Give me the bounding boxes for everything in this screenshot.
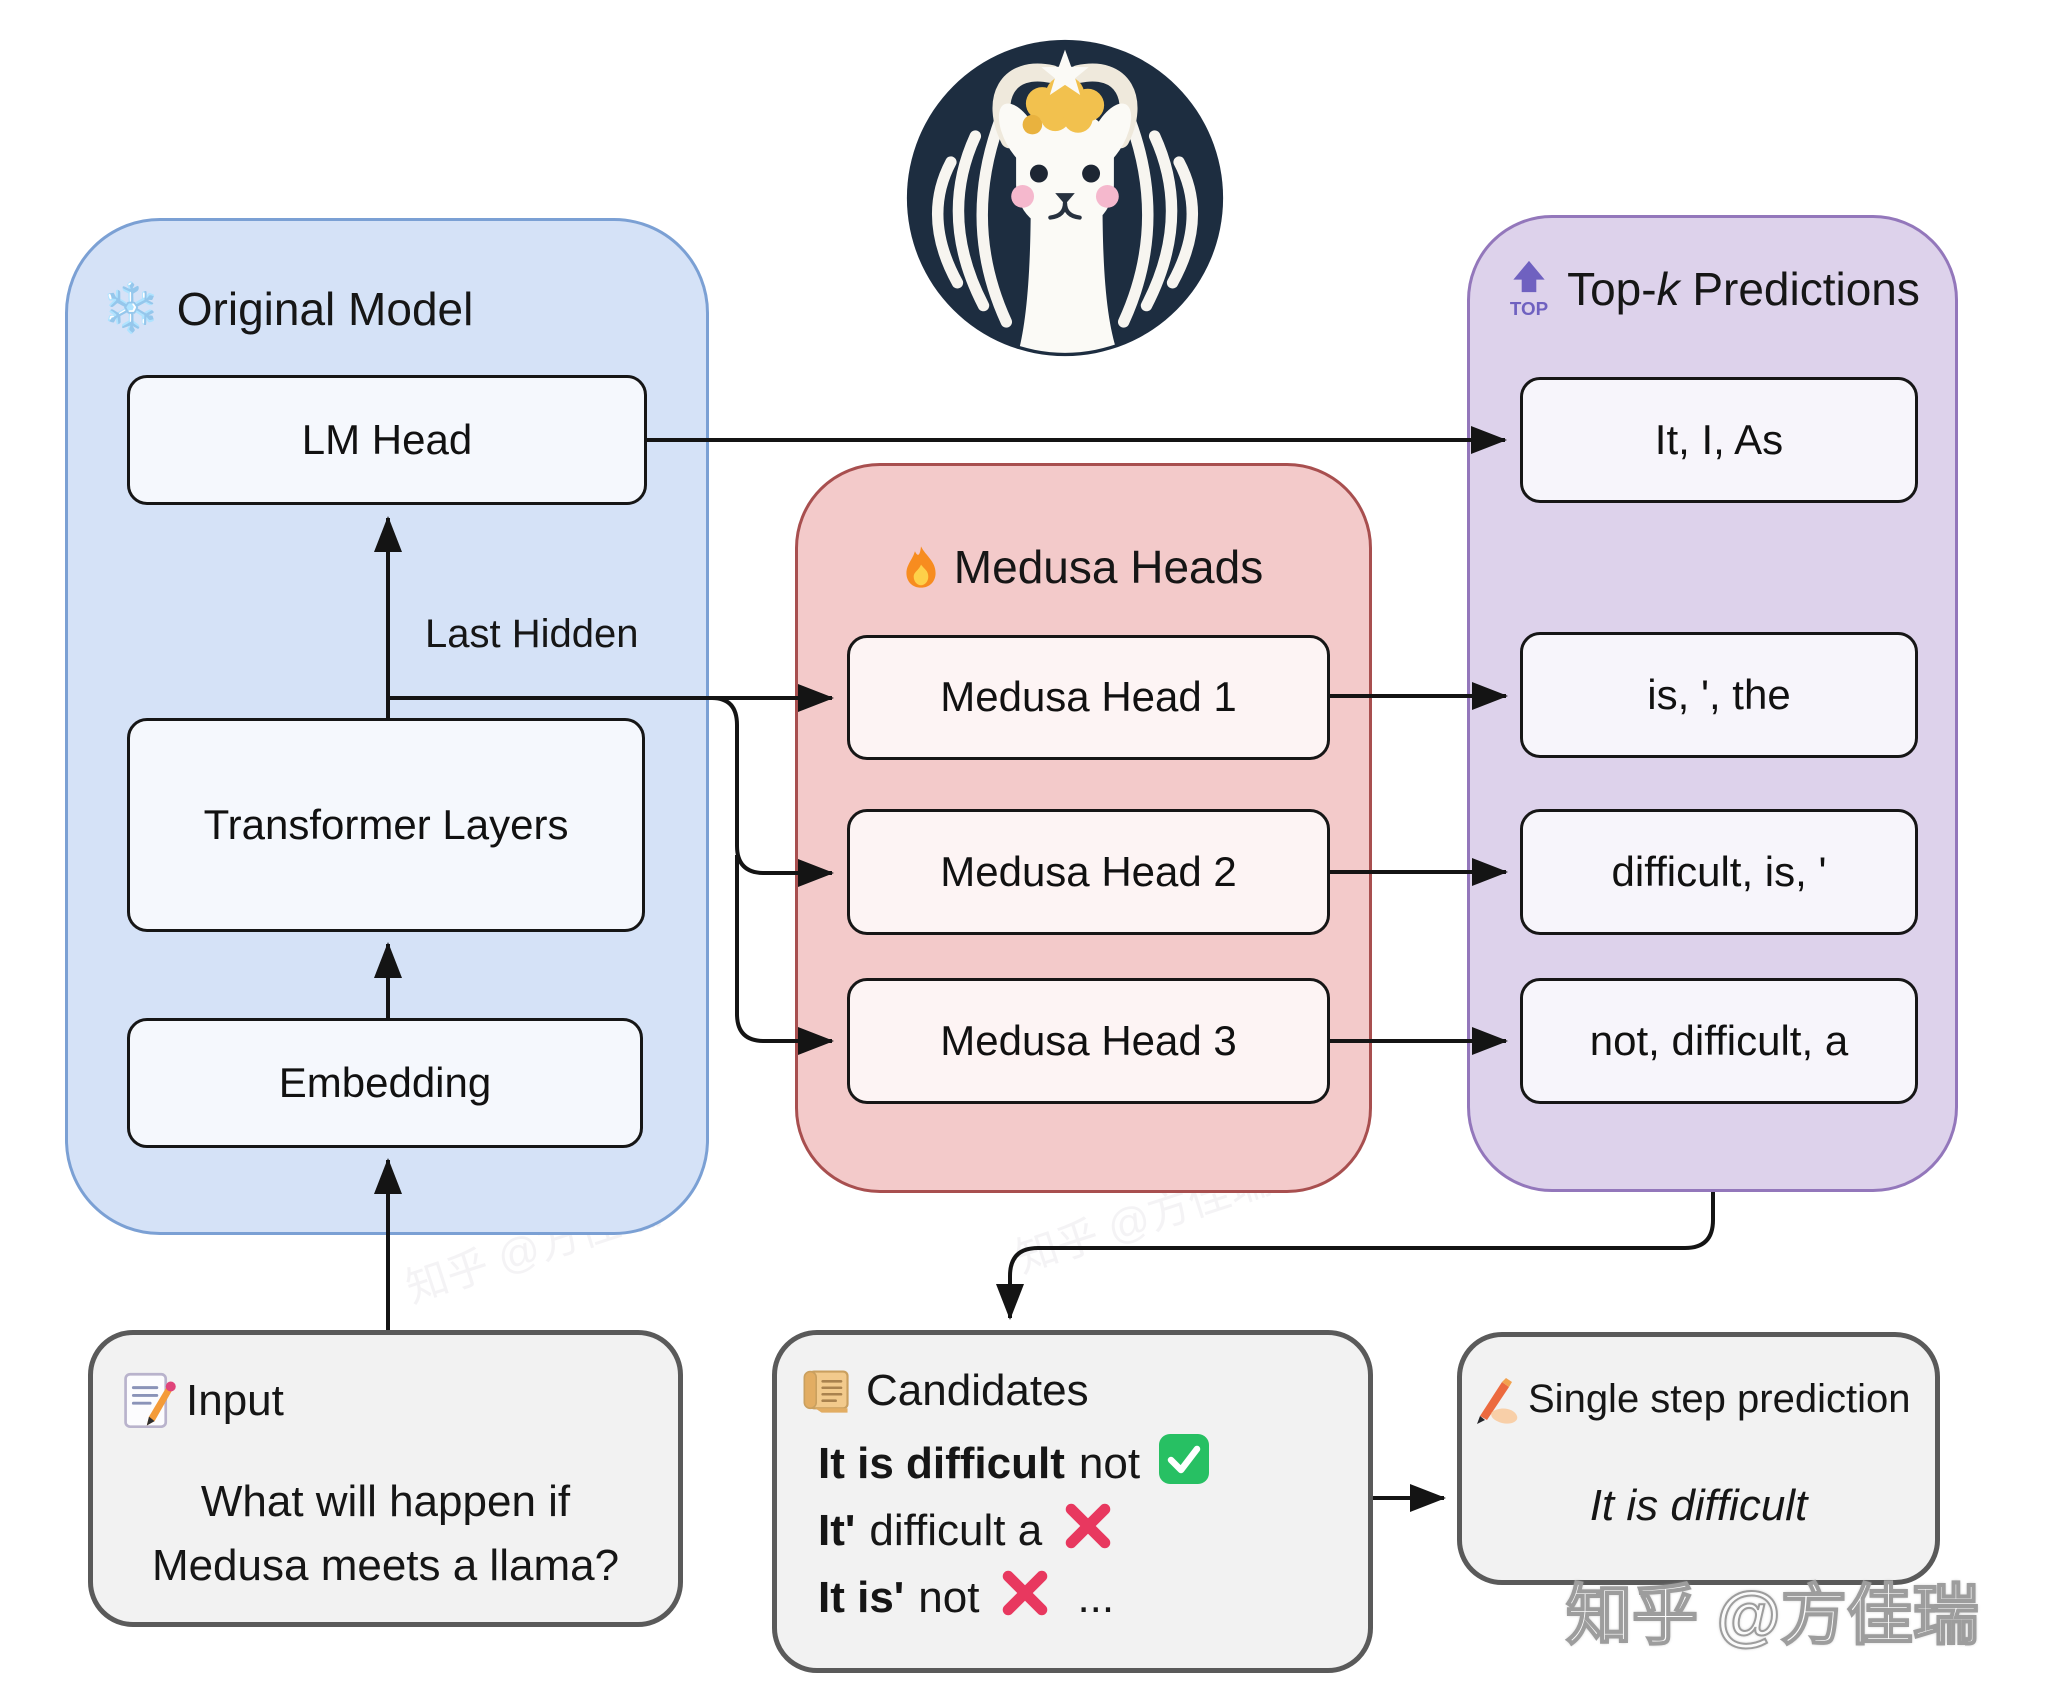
candidate-row: It is difficult not	[818, 1433, 1210, 1496]
candidate-3-bold: It is'	[818, 1573, 905, 1622]
topk-title-text: Top-k Predictions	[1567, 262, 1920, 316]
topk-title-k: k	[1656, 263, 1680, 315]
topk-title-pre: Top-	[1567, 263, 1657, 315]
original-model-title-label: Original Model	[176, 283, 474, 335]
medusa-head-3-box: Medusa Head 3	[847, 978, 1330, 1104]
input-panel	[88, 1330, 683, 1627]
medusa-head-1-box: Medusa Head 1	[847, 635, 1330, 760]
candidates-rows: It is difficult not It' difficult a It i…	[818, 1433, 1210, 1628]
star-icon	[1041, 49, 1089, 95]
medusa-heads-title-label: Medusa Heads	[953, 541, 1264, 593]
candidate-3-rest: not	[918, 1573, 980, 1622]
prediction-2-box: is, ', the	[1520, 632, 1918, 758]
prediction-4-label: not, difficult, a	[1589, 1016, 1849, 1064]
prediction-3-label: difficult, is, '	[1611, 847, 1827, 895]
embedding-box: Embedding	[127, 1018, 643, 1148]
single-step-panel	[1457, 1332, 1940, 1585]
cross-icon	[997, 1565, 1053, 1632]
last-hidden-label: Last Hidden	[425, 612, 639, 656]
single-step-title-label: Single step prediction	[1528, 1376, 1911, 1421]
candidate-row: It' difficult a	[818, 1501, 1210, 1561]
topk-title-post: Predictions	[1679, 263, 1920, 315]
check-icon	[1158, 1433, 1210, 1496]
topk-predictions-title: TOP Top-k Predictions	[1467, 258, 1958, 320]
input-text: What will happen if Medusa meets a llama…	[88, 1470, 683, 1598]
candidate-2-rest: difficult a	[869, 1506, 1043, 1555]
zhihu-watermark: 知乎 @方佳瑞	[1565, 1577, 1980, 1653]
prediction-4-box: not, difficult, a	[1520, 978, 1918, 1104]
input-text-line2: Medusa meets a llama?	[151, 1540, 620, 1590]
medusa-head-3-label: Medusa Head 3	[940, 1016, 1237, 1064]
candidate-row: It is' not ...	[818, 1568, 1210, 1628]
input-title-label: Input	[186, 1376, 284, 1425]
original-model-title: ❄️ Original Model	[101, 282, 473, 336]
transformer-layers-label: Transformer Layers	[203, 800, 569, 848]
top-arrow-icon: TOP	[1510, 260, 1548, 319]
prediction-1-label: It, I, As	[1654, 415, 1784, 463]
writing-hand-icon	[1477, 1378, 1518, 1424]
candidates-panel	[772, 1330, 1373, 1673]
memo-pencil-icon	[124, 1372, 176, 1428]
prediction-1-box: It, I, As	[1520, 377, 1918, 503]
transformer-layers-box: Transformer Layers	[127, 718, 645, 932]
medusa-head-1-label: Medusa Head 1	[940, 673, 1237, 721]
embedding-label: Embedding	[278, 1058, 492, 1106]
single-step-title: Single step prediction	[1470, 1374, 1910, 1424]
candidates-title: Candidates	[800, 1366, 1089, 1416]
candidate-1-bold: It is difficult	[818, 1439, 1065, 1488]
prediction-2-label: is, ', the	[1647, 670, 1791, 718]
candidate-3-ellipsis: ...	[1077, 1573, 1115, 1622]
prediction-3-box: difficult, is, '	[1520, 809, 1918, 935]
snowflake-icon: ❄️	[101, 282, 161, 335]
svg-text:TOP: TOP	[1510, 298, 1548, 319]
single-step-text: It is difficult	[1589, 1481, 1808, 1530]
candidate-1-rest: not	[1078, 1439, 1141, 1488]
candidate-2-bold: It'	[818, 1506, 856, 1555]
medusa-head-2-label: Medusa Head 2	[940, 847, 1237, 895]
fire-icon	[906, 546, 936, 588]
medusa-heads-title: Medusa Heads	[795, 540, 1372, 594]
lm-head-label: LM Head	[301, 415, 473, 463]
candidates-title-label: Candidates	[866, 1366, 1089, 1415]
scroll-icon	[803, 1370, 849, 1413]
medusa-head-2-box: Medusa Head 2	[847, 809, 1330, 935]
input-text-line1: What will happen if	[200, 1477, 571, 1526]
lm-head-box: LM Head	[127, 375, 647, 505]
cross-icon	[1060, 1498, 1116, 1565]
llama-logo	[906, 39, 1224, 357]
input-title: Input	[122, 1372, 284, 1430]
